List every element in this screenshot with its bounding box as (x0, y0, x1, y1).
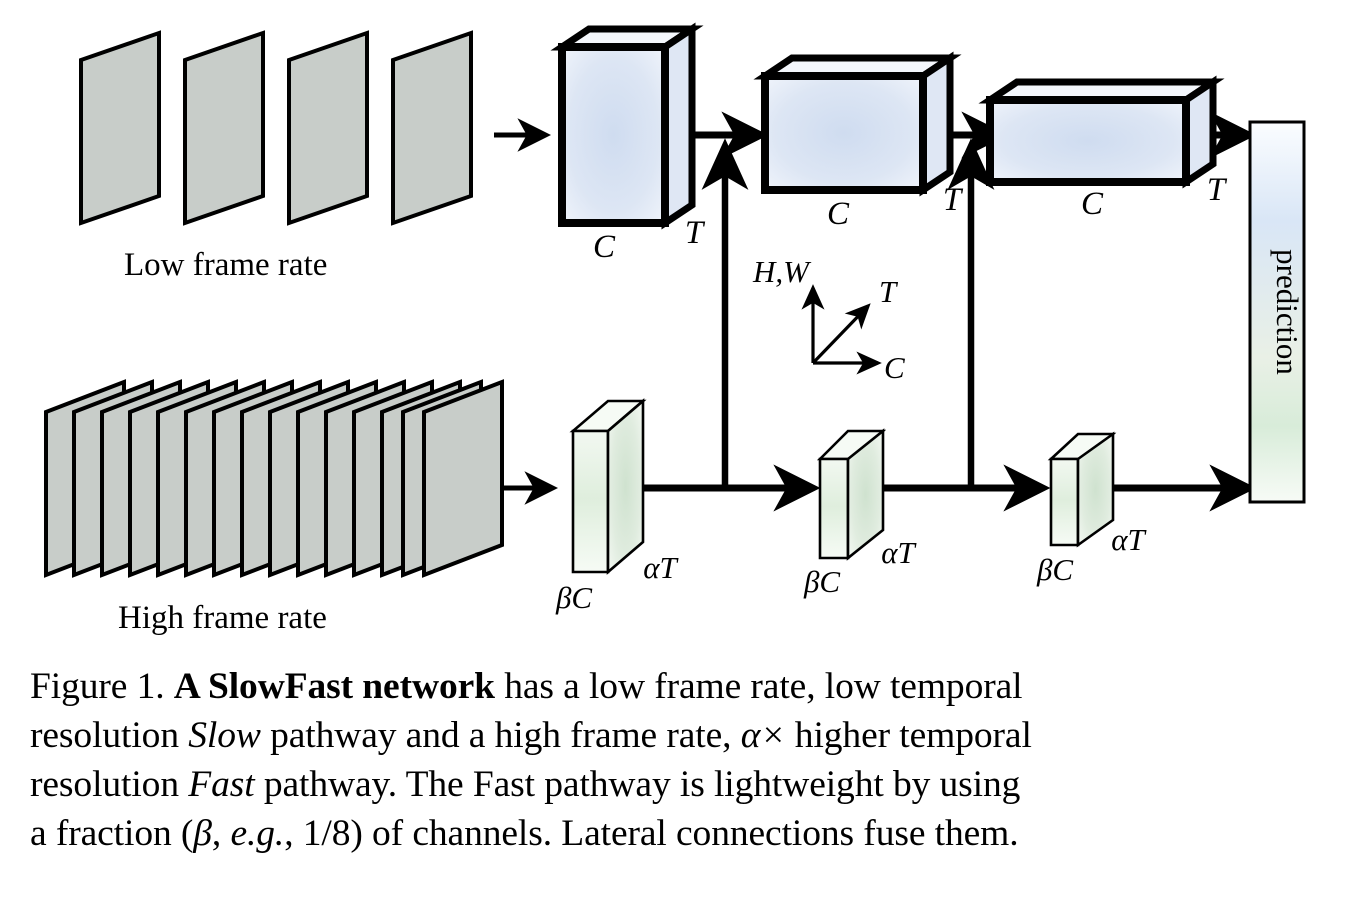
low-frame-rate-stack: Low frame rate (79, 30, 473, 283)
high-frame-rate-stack: High frame rate (44, 379, 504, 636)
axis-label-c: C (884, 350, 905, 385)
frame-slice (287, 30, 369, 226)
slow-stage-2-channel-label: C (827, 196, 850, 232)
slow-stage-2-time-label: T (943, 182, 964, 218)
caption-line: resolution Slow pathway and a high frame… (30, 711, 1328, 760)
fast-stage-1-time-label: αT (643, 550, 679, 585)
caption-line: resolution Fast pathway. The Fast pathwa… (30, 760, 1328, 809)
axis-label-t: T (879, 274, 899, 309)
caption-segment: pathway. The Fast pathway is lightweight… (254, 764, 1021, 805)
axis-label-hw: H,W (752, 254, 812, 289)
caption-segment: a fraction ( (30, 813, 194, 854)
caption-segment: pathway and a high frame rate, (260, 715, 741, 756)
caption-segment: α× (740, 715, 786, 756)
frame-slice (79, 30, 161, 226)
caption-line: a fraction (β, e.g., 1/8) of channels. L… (30, 809, 1328, 858)
slow-stage-1-channel-label: C (593, 229, 616, 265)
caption-segment: β (193, 813, 212, 854)
frame-slice (183, 30, 265, 226)
fast-stage-3-time-label: αT (1111, 522, 1147, 557)
frame-slice (391, 30, 473, 226)
fast-stage-3-channel-label: βC (1036, 552, 1073, 587)
figure-caption: Figure 1. A SlowFast network has a low f… (30, 662, 1328, 858)
slow-stage-3-time-label: T (1207, 172, 1228, 208)
fast-stage-2-channel-label: βC (803, 564, 840, 599)
prediction-bar: prediction (1248, 120, 1306, 504)
caption-segment: higher temporal (785, 715, 1032, 756)
axis-legend: H,W T C (752, 254, 905, 385)
slow-stage-1-time-label: T (685, 215, 706, 251)
caption-segment: A SlowFast network (173, 666, 495, 707)
slow-stage-3-box: C T (978, 75, 1228, 222)
caption-segment: resolution (30, 715, 189, 756)
high-frame-rate-label: High frame rate (118, 600, 327, 636)
caption-segment: , (211, 813, 231, 854)
fast-stage-1-box: βC αT (555, 398, 680, 615)
caption-segment: Slow (188, 715, 261, 756)
prediction-label: prediction (1270, 249, 1305, 375)
fast-stage-1-channel-label: βC (555, 580, 592, 615)
slow-stage-1-box: C T (550, 22, 706, 265)
caption-segment: has a low frame rate, low temporal (494, 666, 1023, 707)
caption-segment: Figure 1. (30, 666, 174, 707)
caption-segment: resolution (30, 764, 189, 805)
low-frame-rate-label: Low frame rate (124, 247, 327, 283)
fast-stage-2-time-label: αT (881, 535, 917, 570)
caption-segment: e.g. (230, 813, 285, 854)
caption-segment: , 1/8) of channels. Lateral connections … (284, 813, 1019, 854)
caption-line: Figure 1. A SlowFast network has a low f… (30, 662, 1328, 711)
caption-segment: Fast (188, 764, 255, 805)
axis-diagonal-t (811, 303, 871, 365)
slow-stage-3-channel-label: C (1081, 186, 1104, 222)
slow-stage-2-box: C T (753, 51, 964, 232)
slowfast-diagram: Low frame rate C T C T (44, 22, 1306, 636)
fast-stage-3-box: βC αT (1036, 431, 1148, 587)
fast-stage-2-box: βC αT (803, 428, 918, 599)
